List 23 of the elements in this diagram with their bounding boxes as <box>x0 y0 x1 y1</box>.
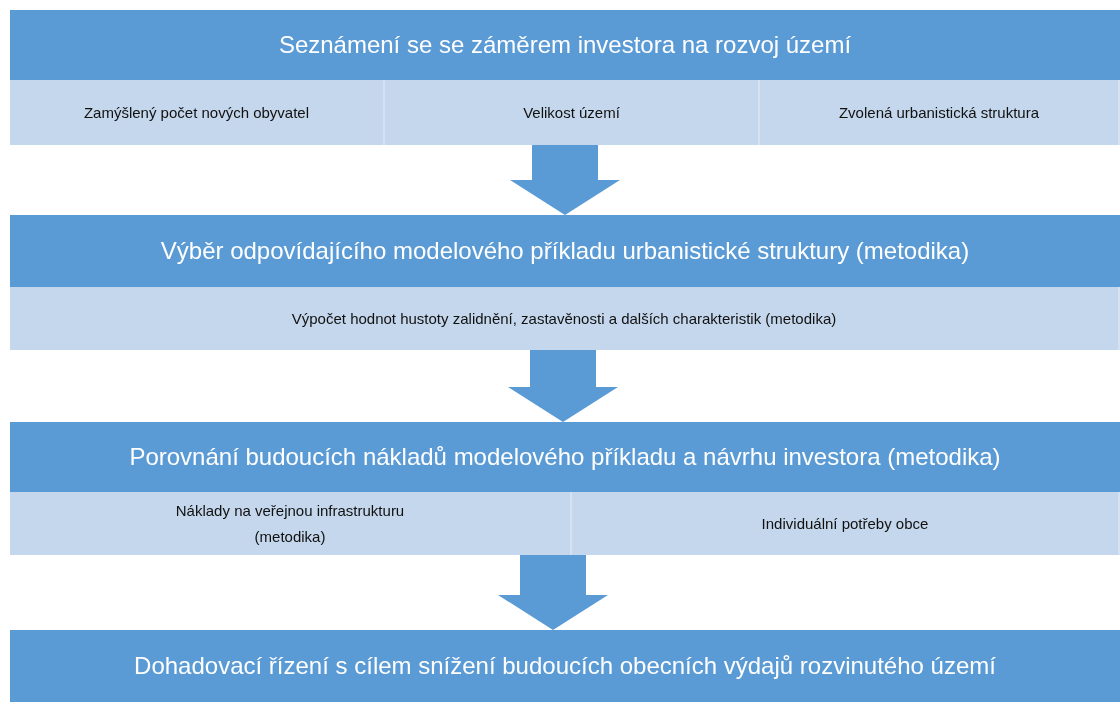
step-detail: Náklady na veřejnou infrastrukturu (metodika) <box>174 501 406 547</box>
detail-box <box>385 80 760 145</box>
step-header-box <box>10 10 1120 80</box>
step-detail: Individuální potřeby obce <box>761 513 929 534</box>
detail-box <box>572 492 1120 555</box>
step-header-box <box>10 422 1120 492</box>
detail-box <box>10 80 385 145</box>
step-header-box <box>10 630 1120 702</box>
block-arrow <box>498 555 608 630</box>
detail-box <box>10 287 1120 350</box>
step-detail: Zvolená urbanistická struktura <box>838 102 1040 123</box>
step-title: Výběr odpovídajícího modelového příkladu urbanistické struktury (metodika) <box>160 236 970 266</box>
step-title: Dohadovací řízení s cílem snížení budoucích obecních výdajů rozvinutého území <box>134 651 996 681</box>
step-detail: Výpočet hodnot hustoty zalidnění, zastavěnosti a dalších charakteristik (metodika) <box>291 308 837 329</box>
block-arrow <box>508 350 618 422</box>
detail-box <box>760 80 1120 145</box>
step-detail: Velikost území <box>523 102 620 123</box>
step-header-box <box>10 215 1120 287</box>
block-arrow <box>510 145 620 215</box>
detail-box <box>10 492 572 555</box>
step-detail: Zamýšlený počet nových obyvatel <box>83 102 310 123</box>
step-title: Seznámení se se záměrem investora na rozvoj území <box>278 30 852 60</box>
step-title: Porovnání budoucích nákladů modelového příkladu a návrhu investora (metodika) <box>129 442 1001 472</box>
